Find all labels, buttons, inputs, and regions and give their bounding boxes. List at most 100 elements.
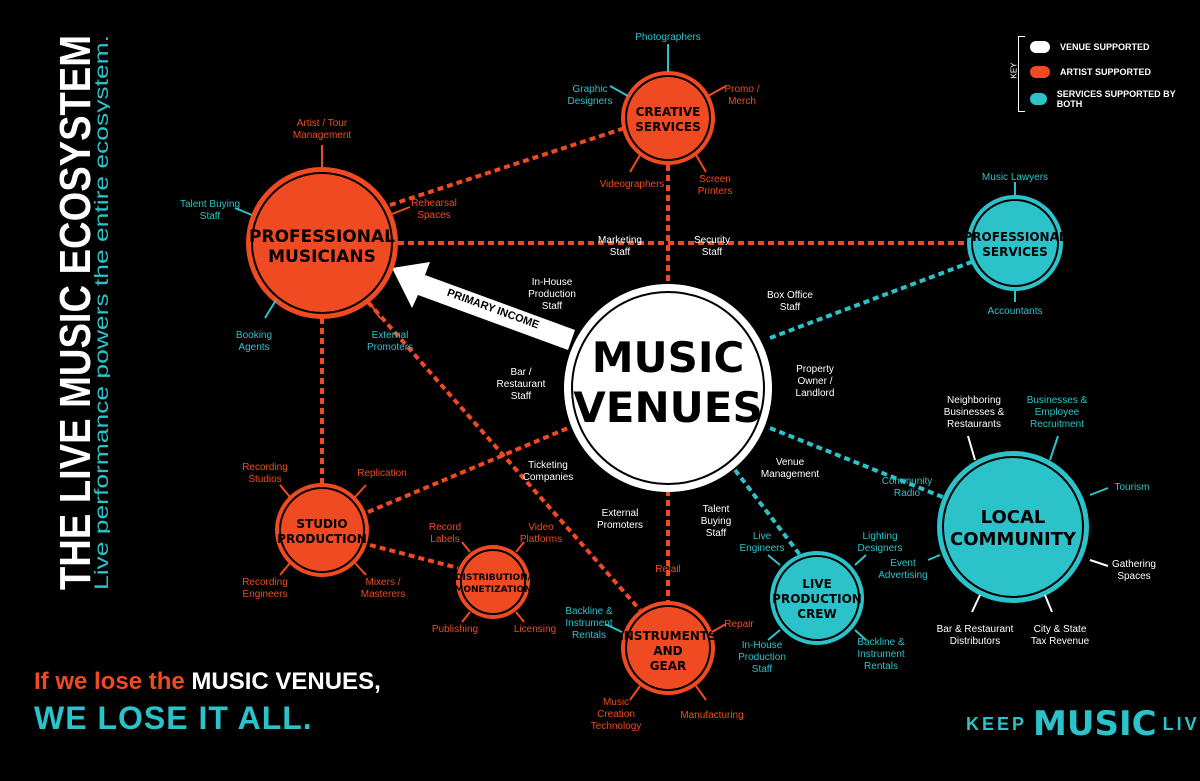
link-venues-profservices <box>769 253 991 340</box>
label-promo-merch: Promo /Merch <box>724 84 759 107</box>
link-venues-crew <box>733 468 802 557</box>
legend-bracket <box>1018 36 1025 112</box>
legend-key-label: KEY <box>1009 62 1019 79</box>
instruments-line2: AND <box>653 644 682 658</box>
label-mixers-masterers: Mixers /Masterers <box>361 577 405 600</box>
tagline-line1-a: If we lose the <box>34 668 192 695</box>
logo-live: LIVE <box>1162 713 1200 734</box>
keep-music-live-logo: KEEP MUSIC LIVE <box>966 702 1200 746</box>
studio-line1: STUDIO <box>296 517 347 531</box>
legend-item-artist: ARTIST SUPPORTED <box>1030 66 1151 78</box>
studio-line2: PRODUCTION <box>277 532 367 546</box>
vertical-title: THE LIVE MUSIC ECOSYSTEM Live performanc… <box>51 35 110 590</box>
music-venues-line2: VENUES <box>573 383 762 432</box>
musicians-line1: PROFESSIONAL <box>249 227 395 247</box>
label-retail: Retail <box>655 564 681 575</box>
title-subtitle: Live performance powers the entire ecosy… <box>92 35 110 590</box>
community-line1: LOCAL <box>981 507 1046 528</box>
label-music-lawyers: Music Lawyers <box>982 172 1048 183</box>
label-tourism: Tourism <box>1114 482 1149 493</box>
title-main: THE LIVE MUSIC ECOSYSTEM <box>51 35 100 590</box>
crew-line2: PRODUCTION <box>772 592 862 606</box>
node-studio-production: STUDIO PRODUCTION <box>275 483 369 577</box>
node-distribution: DISTRIBUTION/ MONETIZATION <box>454 545 532 619</box>
label-replication: Replication <box>357 468 406 479</box>
link-venues-community <box>769 426 946 500</box>
node-live-production-crew: LIVE PRODUCTION CREW <box>770 551 864 645</box>
label-manufacturing: Manufacturing <box>680 710 743 721</box>
profservices-line1: PROFESSIONAL <box>963 230 1066 244</box>
legend-label-artist: ARTIST SUPPORTED <box>1060 67 1152 77</box>
distribution-line2: MONETIZATION <box>454 585 531 595</box>
tagline: If we lose the MUSIC VENUES, WE LOSE IT … <box>34 668 381 737</box>
instruments-line1: INSTRUMENTS <box>619 629 716 643</box>
label-videographers: Videographers <box>600 179 665 190</box>
label-repair: Repair <box>724 619 754 630</box>
tagline-line2: WE LOSE IT ALL. <box>34 700 313 736</box>
node-local-community: LOCAL COMMUNITY <box>937 451 1089 603</box>
tagline-line1-b: MUSIC VENUES, <box>191 668 381 695</box>
crew-line3: CREW <box>797 607 836 621</box>
label-accountants: Accountants <box>987 306 1042 317</box>
tagline-line1: If we lose the MUSIC VENUES, <box>34 668 381 696</box>
link-musicians-instruments <box>366 300 642 612</box>
legend-swatch-teal <box>1030 93 1047 105</box>
label-publishing: Publishing <box>432 624 478 635</box>
label-photographers: Photographers <box>635 32 701 43</box>
creative-line1: CREATIVE <box>636 105 701 119</box>
creative-line2: SERVICES <box>635 120 700 134</box>
distribution-line1: DISTRIBUTION/ <box>455 573 532 583</box>
node-professional-services: PROFESSIONAL SERVICES <box>963 195 1067 291</box>
link-studio-distribution <box>369 543 459 570</box>
profservices-line2: SERVICES <box>982 245 1047 259</box>
label-licensing: Licensing <box>514 624 556 635</box>
musicians-line2: MUSICIANS <box>268 247 376 267</box>
legend-label-both: SERVICES SUPPORTED BY BOTH <box>1056 89 1176 109</box>
crew-line1: LIVE <box>802 577 832 591</box>
node-professional-musicians: PROFESSIONAL MUSICIANS <box>246 167 398 319</box>
legend-item-both: SERVICES SUPPORTED BY BOTH <box>1030 89 1180 109</box>
logo-music: MUSIC <box>1033 704 1157 744</box>
legend-swatch-white <box>1030 41 1050 53</box>
spoke-ticks <box>234 44 1109 701</box>
legend: KEY VENUE SUPPORTED ARTIST SUPPORTED SER… <box>1010 36 1180 116</box>
node-instruments: INSTRUMENTS AND GEAR <box>619 601 717 695</box>
link-studio-venues <box>367 426 569 514</box>
legend-item-venue: VENUE SUPPORTED <box>1030 41 1150 53</box>
legend-swatch-orange <box>1030 66 1050 78</box>
link-musicians-creative <box>389 126 626 207</box>
connections <box>320 126 991 612</box>
